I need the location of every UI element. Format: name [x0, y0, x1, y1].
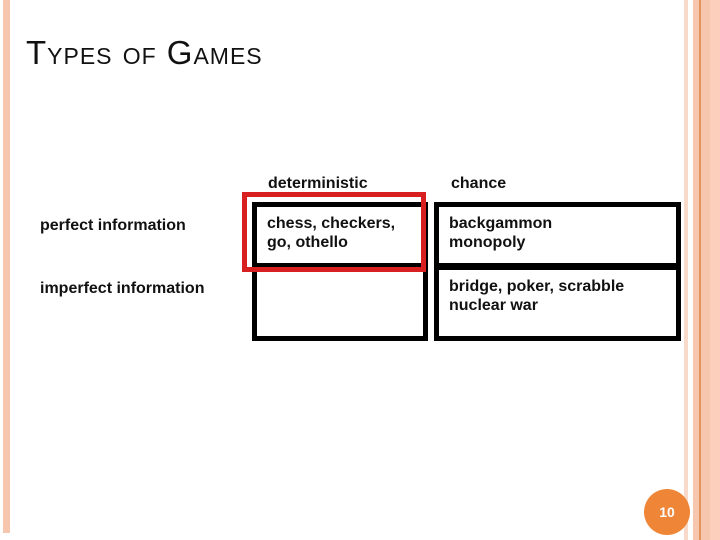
page-number: 10 — [659, 504, 675, 520]
row-divider — [257, 263, 423, 270]
cell-perfect-chance: backgammon monopoly — [449, 215, 553, 251]
cell-perfect-deterministic: chess, checkers, go, othello — [267, 215, 396, 251]
row-divider — [439, 263, 676, 270]
table-column-chance: backgammon monopoly bridge, poker, scrab… — [434, 202, 681, 341]
slide-title: Types of Games — [26, 34, 263, 71]
right-border-stripe-2 — [693, 0, 699, 540]
table-column-deterministic: chess, checkers, go, othello — [252, 202, 428, 341]
page-number-badge: 10 — [644, 489, 690, 535]
column-header-deterministic: deterministic — [268, 175, 368, 192]
right-border-stripe-1 — [684, 0, 688, 540]
left-border-stripe — [3, 0, 10, 533]
right-border-stripe-4 — [701, 0, 710, 540]
column-header-chance: chance — [451, 175, 507, 192]
row-header-perfect-information: perfect information — [40, 217, 186, 234]
right-border-stripe-5 — [710, 0, 720, 540]
row-header-imperfect-information: imperfect information — [40, 280, 205, 297]
cell-imperfect-chance: bridge, poker, scrabble nuclear war — [449, 278, 625, 314]
right-border-stripe-3 — [699, 0, 701, 540]
cell-imperfect-deterministic — [257, 270, 423, 336]
